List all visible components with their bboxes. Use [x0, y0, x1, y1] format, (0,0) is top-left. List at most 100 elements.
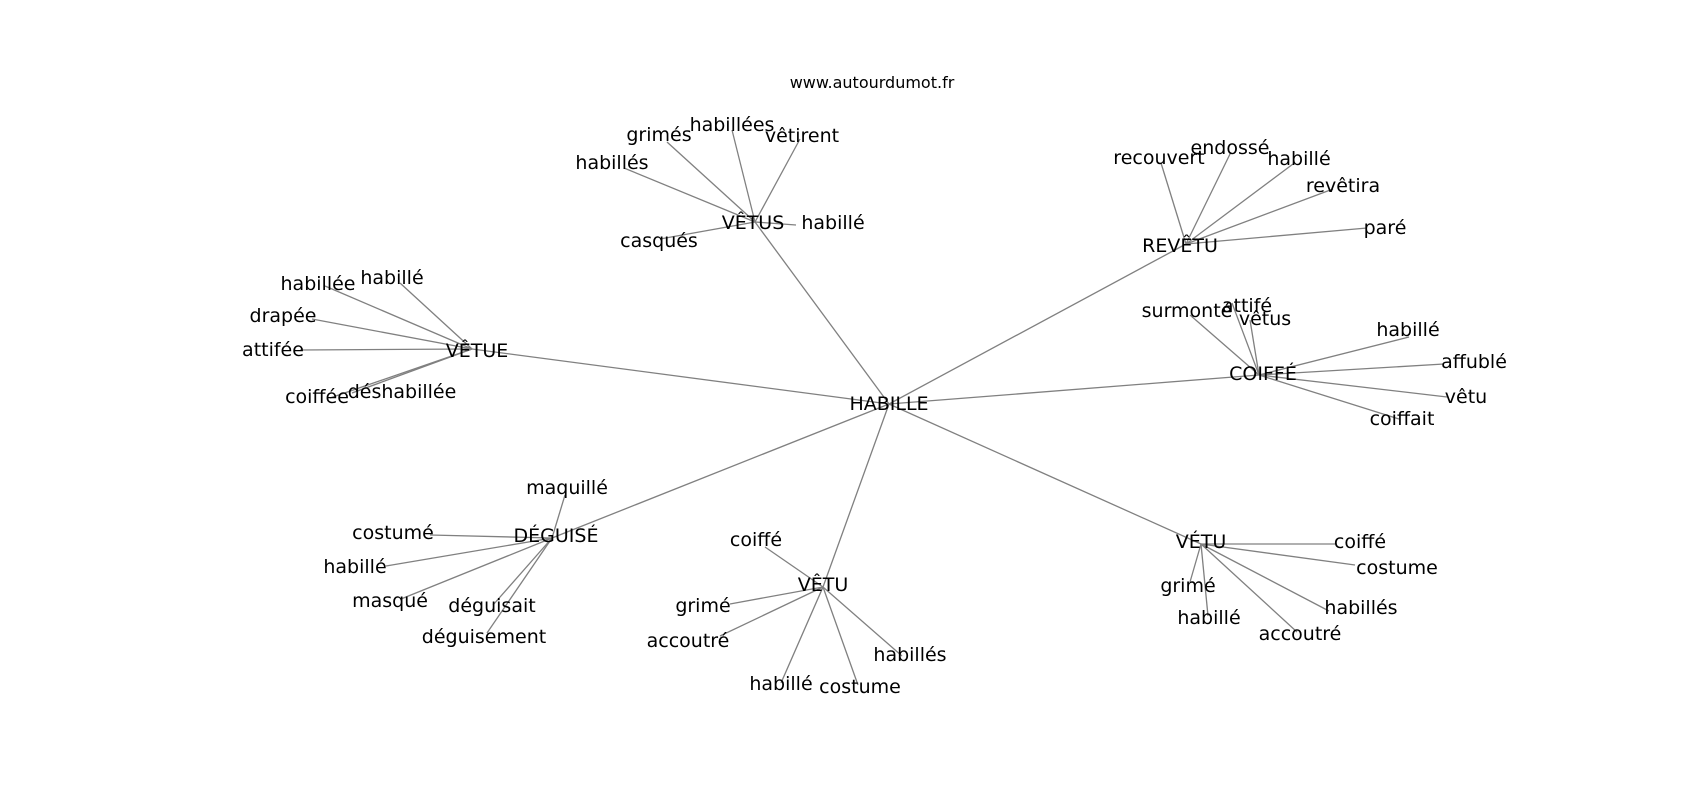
leaf-node-deguise-deguisait: déguisait: [448, 595, 535, 617]
leaf-node-deguise-masque: masqué: [352, 590, 428, 612]
leaf-node-deguise-costume: costumé: [352, 522, 434, 544]
edge-revetu-to-recouvert: [1160, 162, 1187, 245]
edge-vetu-to-habilles: [822, 586, 903, 657]
leaf-node-vetus-vetirent: vêtirent: [765, 125, 839, 147]
edge-coiffe-to-attife: [1231, 302, 1260, 376]
edge-vetus-to-habilles: [623, 167, 756, 223]
edge-revetu-to-habille: [1185, 163, 1294, 245]
leaf-node-vetus-casques: casqués: [620, 230, 698, 252]
leaf-node-vetue-attifee: attifée: [242, 339, 304, 361]
leaf-node-coiffe-coiffait: coiffait: [1370, 408, 1435, 430]
edge-coiffe-to-vetus: [1249, 319, 1260, 376]
leaf-node-vetue-deshabillee: déshabillée: [348, 381, 457, 403]
edge-coiffe-to-vetu: [1258, 374, 1448, 398]
hub-node-revetu: REVÊTU: [1142, 234, 1218, 257]
leaf-node-vetu-habilles: habillés: [873, 644, 946, 666]
leaf-node-revetu-pare: paré: [1364, 217, 1407, 239]
leaf-node-coiffe-surmonte: surmonté: [1142, 300, 1233, 322]
edge-coiffe-to-surmonte: [1189, 314, 1260, 376]
hub-node-vetu: VÉTU: [1176, 530, 1227, 553]
edge-vetue-to-drapee: [311, 318, 473, 350]
edge-root-to-coiffe: [888, 374, 1260, 405]
edge-vetue-to-attifee: [299, 348, 473, 351]
leaf-node-deguise-deguisement: déguisement: [422, 626, 546, 648]
edge-vetus-to-vetirent: [754, 138, 801, 223]
edge-vetus-to-grimes: [666, 141, 756, 223]
leaf-node-vetu-costume: costume: [819, 676, 901, 698]
leaf-node-coiffe-affuble: affublé: [1441, 351, 1507, 373]
edge-deguise-to-masque: [400, 537, 553, 600]
edge-vetu-to-accoutre: [1200, 543, 1298, 633]
edge-coiffe-to-affuble: [1258, 363, 1445, 376]
edge-deguise-to-habille: [385, 537, 553, 567]
hub-node-deguise: DÉGUISÉ: [514, 524, 599, 547]
leaf-node-vetus-grimes: grimés: [626, 124, 691, 146]
edge-vetu-to-costume: [1200, 543, 1356, 566]
leaf-node-coiffe-vetus: vêtus: [1239, 308, 1291, 330]
leaf-node-vetue-coiffee: coiffée: [285, 386, 349, 408]
leaf-node-coiffe-habille: habillé: [1376, 319, 1439, 341]
leaf-node-vetue-habille: habillé: [360, 267, 423, 289]
leaf-node-vetu-costume: costume: [1356, 557, 1438, 579]
edge-deguise-to-maquille: [551, 494, 566, 539]
edge-deguise-to-costume: [429, 534, 553, 539]
leaf-node-revetu-habille: habillé: [1267, 148, 1330, 170]
leaf-node-vetu-grime: grimé: [675, 595, 730, 617]
edge-coiffe-to-habille: [1258, 336, 1410, 376]
leaf-node-vetue-drapee: drapée: [250, 305, 317, 327]
leaf-node-vetue-habillee: habillée: [281, 273, 356, 295]
leaf-node-vetu-habille: habillé: [1177, 607, 1240, 629]
edge-root-to-vetu: [888, 403, 1202, 545]
edge-vetu-to-habille: [1200, 543, 1209, 617]
leaf-node-revetu-endosse: endossé: [1191, 137, 1270, 159]
leaf-node-vetus-habilles: habillés: [575, 152, 648, 174]
edges-layer: [299, 129, 1448, 686]
edge-vetu-to-habilles: [1200, 543, 1330, 612]
edge-coiffe-to-coiffait: [1258, 374, 1400, 420]
hub-node-coiffe: COIFFÉ: [1229, 362, 1297, 385]
edge-root-to-vetu: [822, 403, 890, 588]
root-node: HABILLE: [849, 393, 928, 415]
edge-root-to-revetu: [888, 243, 1187, 405]
edge-root-to-vetus: [754, 221, 890, 405]
edge-root-to-vetue: [471, 348, 890, 405]
edge-vetu-to-coiffe: [764, 546, 824, 588]
hub-node-vetu: VÊTU: [798, 573, 849, 596]
edge-vetu-to-accoutre: [719, 586, 824, 637]
edge-deguise-to-deguisement: [486, 537, 553, 634]
edge-vetue-to-habillee: [324, 285, 473, 350]
edge-vetus-to-habillees: [731, 129, 756, 223]
edge-root-to-deguise: [551, 403, 890, 539]
leaf-node-coiffe-vetu: vêtu: [1445, 386, 1487, 408]
edge-deguise-to-deguisait: [492, 537, 553, 606]
edge-revetu-to-endosse: [1185, 151, 1232, 245]
leaf-node-vetus-habille: habillé: [801, 212, 864, 234]
leaf-node-vetu-habilles: habillés: [1324, 597, 1397, 619]
leaf-node-vetu-accoutre: accoutré: [1259, 623, 1342, 645]
leaf-node-coiffe-attife: attifé: [1222, 295, 1272, 317]
leaf-node-vetu-habille: habillé: [749, 673, 812, 695]
leaf-node-vetu-grime: grimé: [1160, 575, 1215, 597]
edge-vetu-to-grime: [729, 586, 824, 605]
hub-node-vetue: VÊTUE: [446, 339, 509, 362]
edge-revetu-to-revetira: [1185, 188, 1334, 245]
source-url: www.autourdumot.fr: [790, 73, 955, 92]
edge-vetu-to-grime: [1189, 543, 1202, 583]
edge-vetus-to-casques: [659, 221, 756, 240]
edge-vetu-to-habille: [780, 586, 824, 684]
hub-node-vetus: VÊTUS: [722, 211, 785, 234]
edge-revetu-to-pare: [1185, 227, 1368, 245]
edge-vetue-to-habille: [399, 282, 473, 350]
leaf-node-vetu-accoutre: accoutré: [647, 630, 730, 652]
leaf-node-vetus-habillees: habillées: [690, 114, 775, 136]
leaf-node-revetu-revetira: revêtira: [1306, 175, 1380, 197]
leaf-node-revetu-recouvert: recouvert: [1113, 147, 1204, 169]
edge-vetu-to-costume: [822, 586, 859, 686]
leaf-node-vetu-coiffe: coiffé: [730, 529, 782, 551]
edge-vetus-to-habille: [754, 221, 797, 226]
edge-vetue-to-deshabillee: [351, 348, 473, 394]
leaf-node-vetu-coiffe: coiffé: [1334, 531, 1386, 553]
leaf-node-deguise-habille: habillé: [323, 556, 386, 578]
